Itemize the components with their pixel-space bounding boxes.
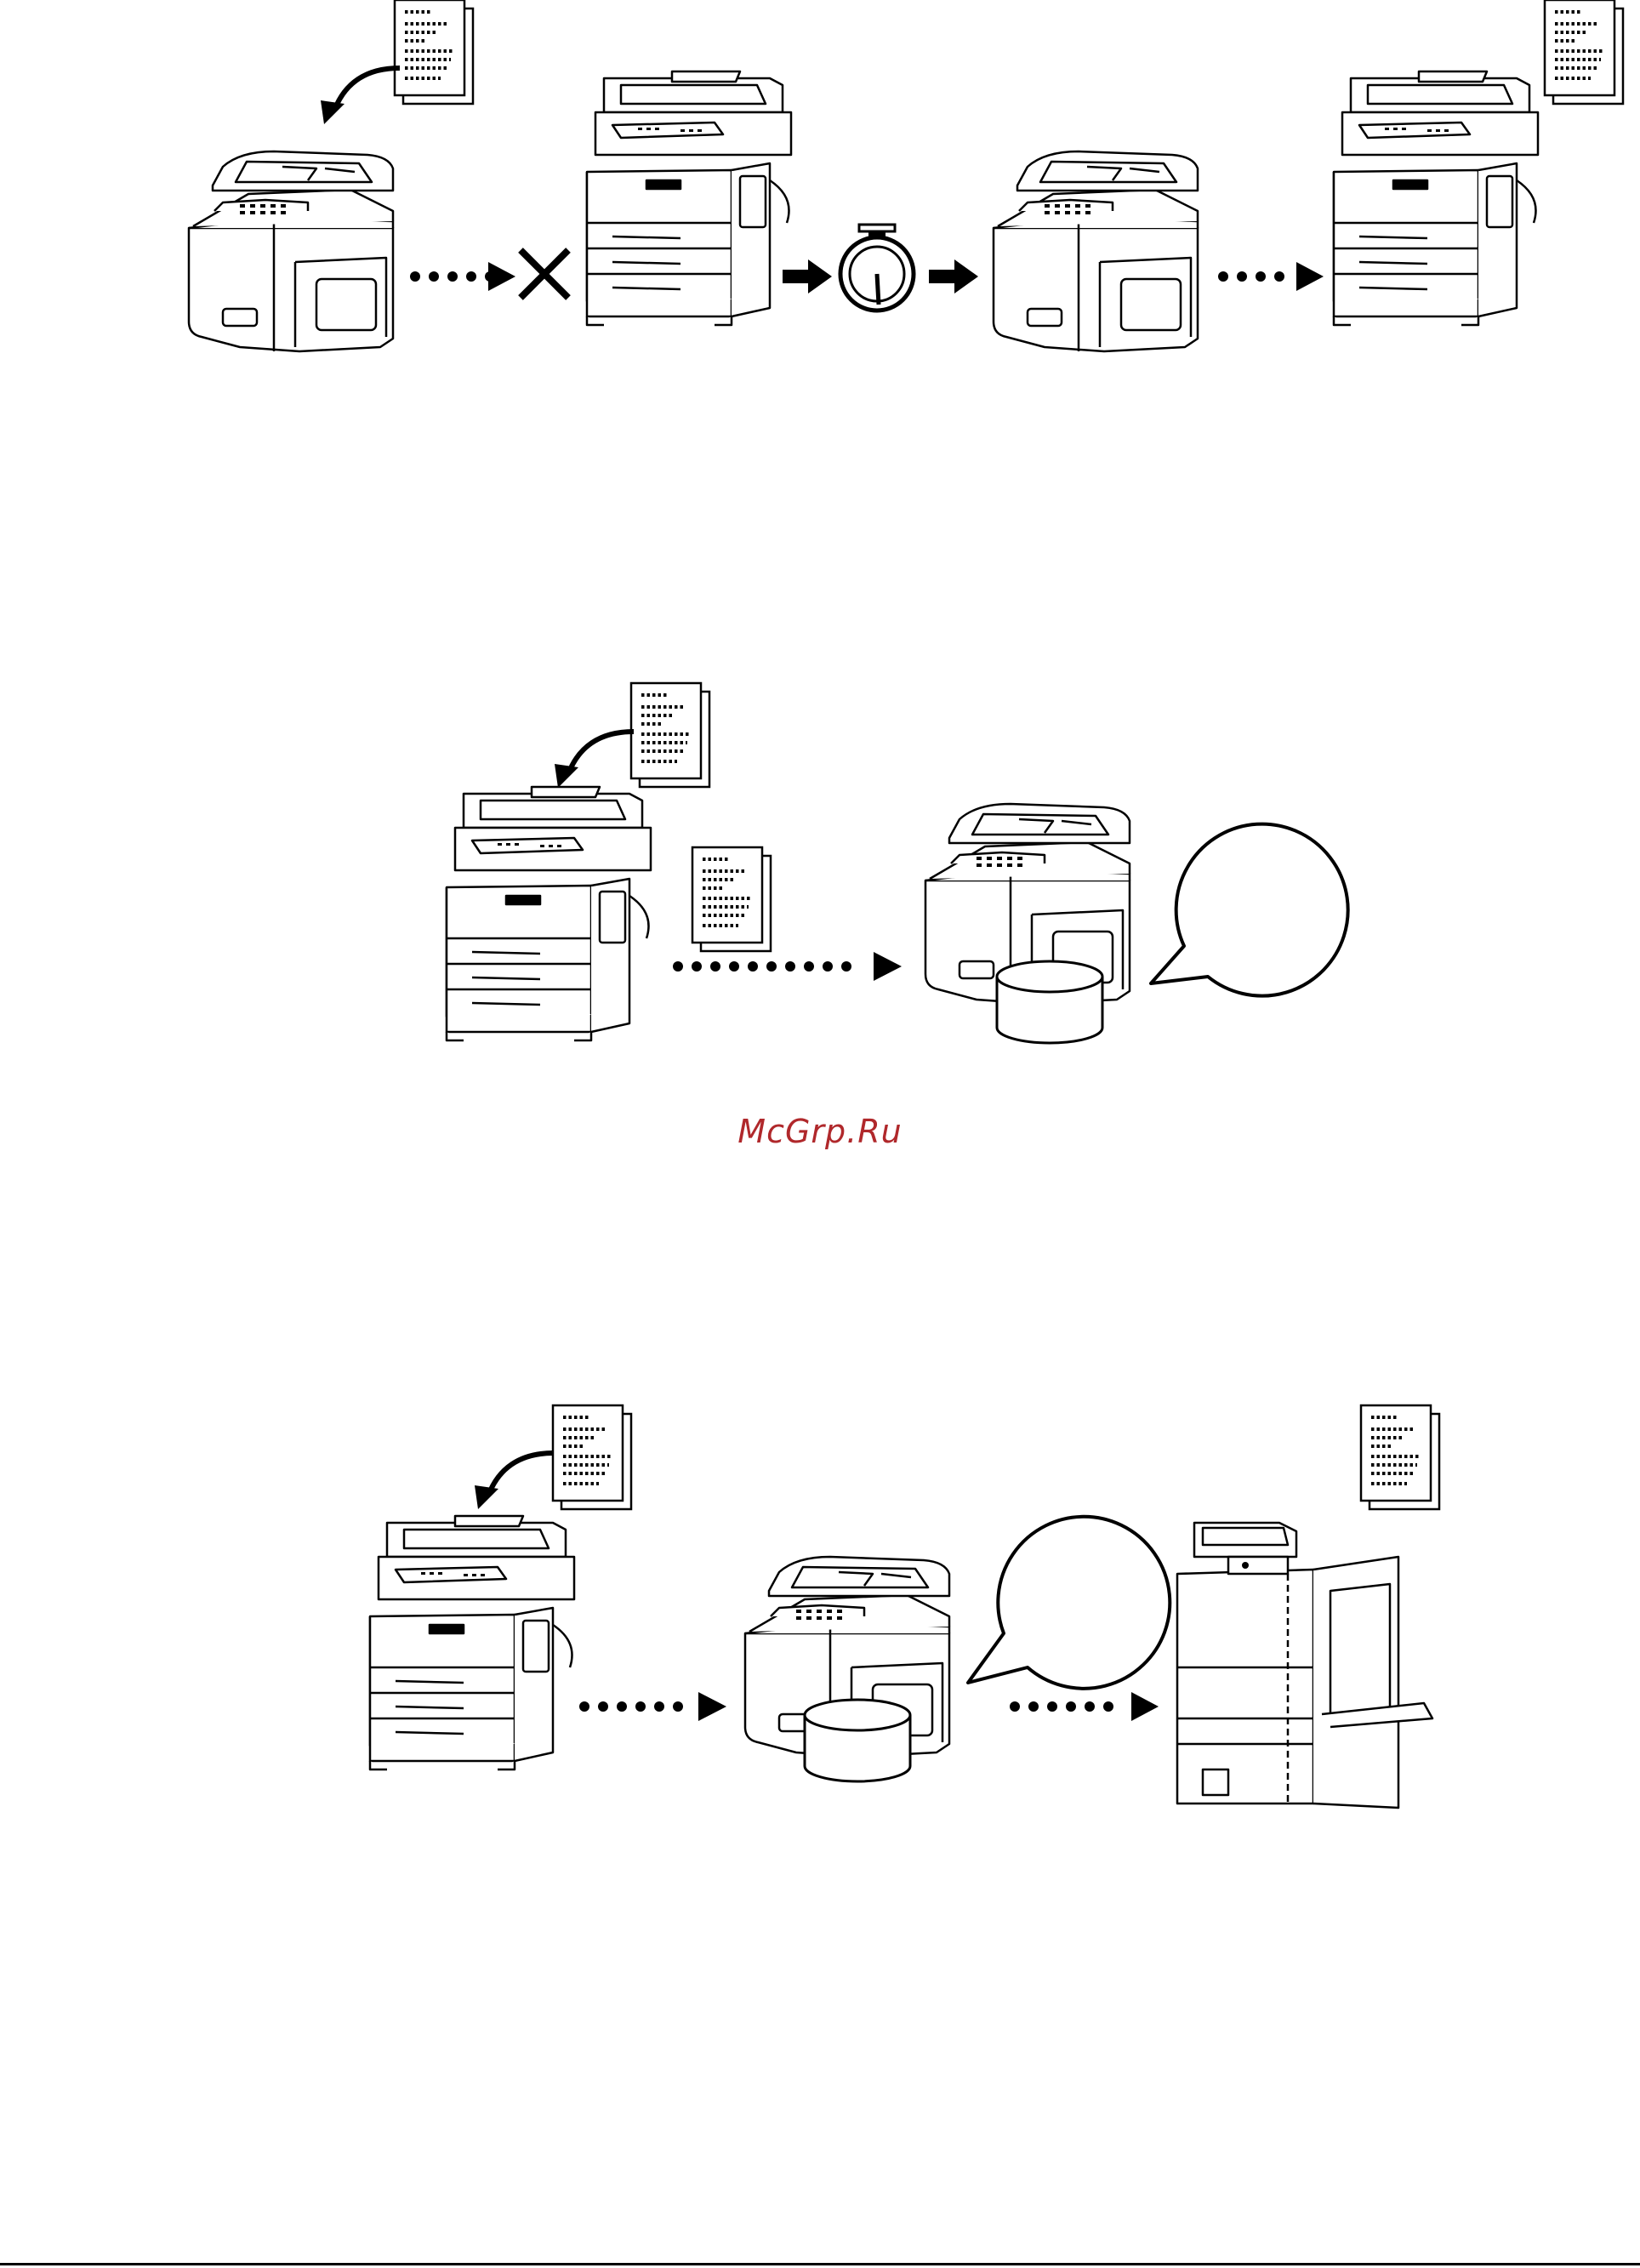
curved-arrow-icon xyxy=(321,68,400,124)
document-icon xyxy=(1545,0,1623,104)
stopwatch-icon xyxy=(840,225,914,311)
dotted-arrow-icon xyxy=(410,262,515,291)
large-mfp-icon xyxy=(587,71,791,325)
hard-disk-icon xyxy=(805,1700,910,1781)
production-printer-icon xyxy=(1177,1523,1432,1808)
speech-bubble-icon xyxy=(968,1517,1170,1689)
document-icon xyxy=(692,847,771,951)
small-mfp-icon xyxy=(994,151,1198,351)
dotted-arrow-icon xyxy=(1218,262,1324,291)
document-icon xyxy=(1361,1405,1439,1509)
large-mfp-icon xyxy=(370,1516,574,1769)
diagram-fax-forward-after-timer xyxy=(189,0,1623,351)
dotted-arrow-icon xyxy=(579,1692,726,1721)
diagram-fax-relay-print xyxy=(370,1405,1439,1808)
diagram-fax-to-memory xyxy=(447,683,1348,1043)
watermark: McGrp.Ru xyxy=(0,1113,1640,1150)
dotted-arrow-icon xyxy=(673,952,902,981)
document-icon xyxy=(395,0,473,104)
curved-arrow-icon xyxy=(555,732,634,788)
dotted-arrow-icon xyxy=(1010,1692,1159,1721)
hard-disk-icon xyxy=(997,961,1102,1043)
large-mfp-icon xyxy=(1334,71,1538,325)
document-icon xyxy=(553,1405,631,1509)
footer-rule xyxy=(0,2263,1640,2265)
arrow-icon xyxy=(929,259,978,293)
speech-bubble-icon xyxy=(1151,824,1348,996)
cross-icon xyxy=(521,250,568,298)
curved-arrow-icon xyxy=(475,1453,554,1509)
document-icon xyxy=(631,683,709,787)
large-mfp-icon xyxy=(447,787,651,1040)
arrow-icon xyxy=(783,259,832,293)
small-mfp-icon xyxy=(189,151,393,351)
